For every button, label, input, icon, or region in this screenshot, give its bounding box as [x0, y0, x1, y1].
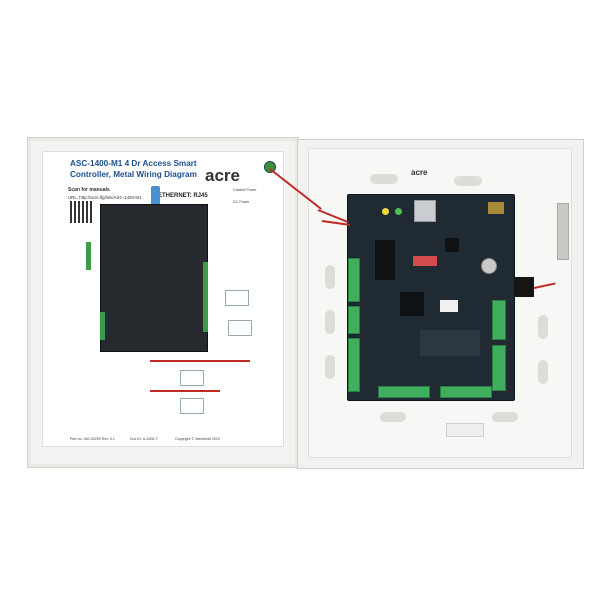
knockout-slot [538, 315, 548, 339]
knockout-slot [492, 412, 518, 422]
coin-battery [481, 258, 497, 274]
knockout-slot [325, 310, 335, 334]
diagram-terminal [203, 262, 208, 332]
knockout-slot [538, 360, 548, 384]
door-latch [557, 203, 569, 260]
diagram-device [180, 398, 204, 414]
diagram-terminal [86, 242, 91, 270]
qr-sticker [440, 300, 458, 312]
knockout-slot [325, 355, 335, 379]
relay-module [514, 277, 534, 297]
connector-tan [488, 202, 504, 214]
sheet-url: URL: http://acre.lfg/link/ASC-1400-M1 [68, 195, 142, 200]
sheet-dc-power: DC Power [233, 200, 250, 204]
status-led-green [395, 208, 402, 215]
dip-switch [413, 256, 437, 266]
diagram-wire [150, 360, 250, 362]
component-row [420, 330, 480, 356]
terminal-block [378, 386, 430, 398]
diagram-terminal [100, 312, 105, 340]
sheet-title: ASC-1400-M1 4 Dr Access Smart Controller… [70, 159, 197, 179]
controller-board [347, 194, 515, 401]
terminal-block [492, 345, 506, 391]
rj45-port [414, 200, 436, 222]
knockout-slot [325, 265, 335, 289]
cabinet-logo: acre [411, 168, 428, 177]
knockout-slot [454, 176, 482, 186]
terminal-block [348, 258, 360, 302]
terminal-block [492, 300, 506, 340]
status-led-yellow [382, 208, 389, 215]
sheet-footer-part: Part no. 460-00259 Rev. 0.1 [70, 437, 115, 441]
processor-chip [400, 292, 424, 316]
sheet-scan-label: Scan for manuals [68, 187, 110, 193]
sheet-logo: acre [205, 166, 240, 185]
knockout-slot [370, 174, 398, 184]
sheet-footer-doc: Doc ID: A-1008-T [130, 437, 158, 441]
terminal-block [348, 306, 360, 334]
knockout-slot [380, 412, 406, 422]
diagram-device [228, 320, 252, 336]
sheet-footer-copyright: Copyright © Vanderbilt 2019 [175, 437, 220, 441]
ic-chip [445, 238, 459, 252]
header-connector [375, 240, 395, 280]
product-label [446, 423, 484, 437]
sheet-ethernet-label: ETHERNET: RJ45 [158, 193, 208, 199]
diagram-device [180, 370, 204, 386]
diagram-wire [150, 390, 220, 392]
terminal-block [440, 386, 492, 398]
diagram-device [225, 290, 249, 306]
sheet-cabinet-power: Cabinet Power [233, 188, 257, 192]
diagram-board [100, 204, 208, 352]
terminal-block [348, 338, 360, 392]
qr-code [70, 201, 92, 223]
